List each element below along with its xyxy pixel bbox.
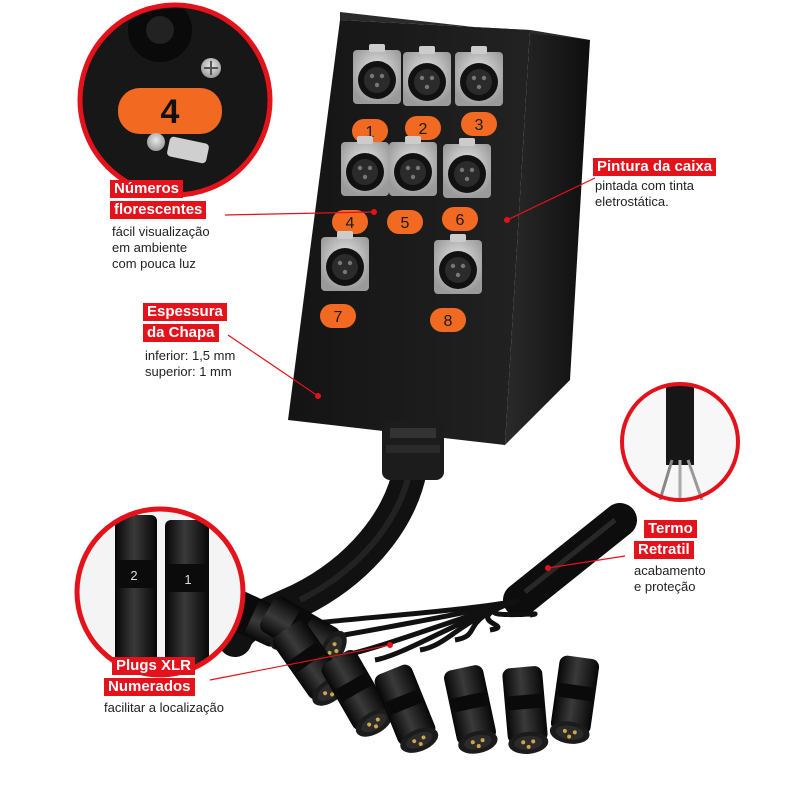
tag-termo-line2: Retratil	[634, 541, 694, 559]
panel-number-label-2: 2	[405, 116, 441, 140]
xlr-plug-5	[374, 664, 439, 753]
xlr-plug-7	[502, 666, 549, 754]
panel-number-6: 6	[456, 212, 465, 229]
tag-numeros-line1: Números	[110, 180, 184, 198]
xlr-plug-8	[549, 655, 600, 744]
desc-pintura-2: eletrostática.	[595, 194, 669, 209]
xlr-plug-4	[321, 650, 393, 737]
xlr-jack-4	[341, 136, 389, 196]
panel-number-label-4: 4	[332, 210, 368, 234]
desc-plugs-1: facilitar a localização	[104, 700, 224, 715]
xlr-jack-7	[321, 231, 369, 291]
desc-termo-1: acabamento	[634, 563, 706, 578]
desc-espessura-1: inferior: 1,5 mm	[145, 348, 236, 363]
desc-termo-2: e proteção	[634, 579, 696, 594]
xlr-jack-5	[389, 136, 437, 196]
panel-number-label-3: 3	[461, 112, 497, 136]
xlr-jack-grid: 1 2 3 4 5 6 7 8	[320, 44, 503, 332]
stage-box-side	[505, 30, 590, 445]
callout-line-pintura	[506, 177, 596, 221]
desc-pintura-1: pintada com tinta	[595, 178, 695, 193]
zoom-number-4: 4	[161, 93, 180, 131]
desc-numeros-1: fácil visualização	[112, 224, 210, 239]
tag-numeros-line2: florescentes	[110, 201, 207, 219]
callout-line-espessura	[227, 334, 319, 397]
tag-plugs-line1: Plugs XLR	[112, 657, 196, 675]
callout-line-numeros	[224, 211, 373, 216]
zoom-circle-numbers: 4	[77, 2, 273, 198]
panel-number-8: 8	[444, 313, 453, 330]
xlr-jack-2	[403, 46, 451, 106]
tag-espessura-line2: da Chapa	[143, 324, 219, 342]
xlr-plug-6	[444, 665, 498, 754]
heat-shrink-sleeve	[503, 503, 637, 617]
zoom-circle-plugs: 2 1	[74, 506, 246, 678]
tag-pintura: Pintura da caixa	[593, 158, 717, 176]
xlr-plug-bundle	[207, 583, 600, 754]
panel-number-3: 3	[475, 117, 484, 134]
xlr-jack-3	[455, 46, 503, 106]
tag-plugs-line2: Numerados	[104, 678, 195, 696]
zoom-plug-number-2: 2	[130, 568, 137, 583]
panel-number-label-8: 8	[430, 308, 466, 332]
xlr-jack-1	[353, 44, 401, 104]
desc-numeros-3: com pouca luz	[112, 256, 196, 271]
panel-number-label-6: 6	[442, 207, 478, 231]
desc-espessura-2: superior: 1 mm	[145, 364, 232, 379]
panel-number-5: 5	[401, 215, 410, 232]
panel-number-1: 1	[366, 124, 375, 141]
panel-number-label-7: 7	[320, 304, 356, 328]
callout-line-plugs	[209, 644, 391, 681]
callout-line-termo	[547, 555, 626, 569]
panel-number-4: 4	[346, 215, 355, 232]
xlr-jack-8	[434, 234, 482, 294]
panel-number-2: 2	[419, 121, 428, 138]
xlr-jack-6	[443, 138, 491, 198]
zoom-circle-heatshrink	[620, 382, 740, 502]
tag-espessura-line1: Espessura	[143, 303, 227, 321]
desc-numeros-2: em ambiente	[112, 240, 188, 255]
zoom-plug-number-1: 1	[184, 572, 191, 587]
panel-number-7: 7	[334, 309, 343, 326]
tag-termo-line1: Termo	[644, 520, 697, 538]
panel-number-label-5: 5	[387, 210, 423, 234]
